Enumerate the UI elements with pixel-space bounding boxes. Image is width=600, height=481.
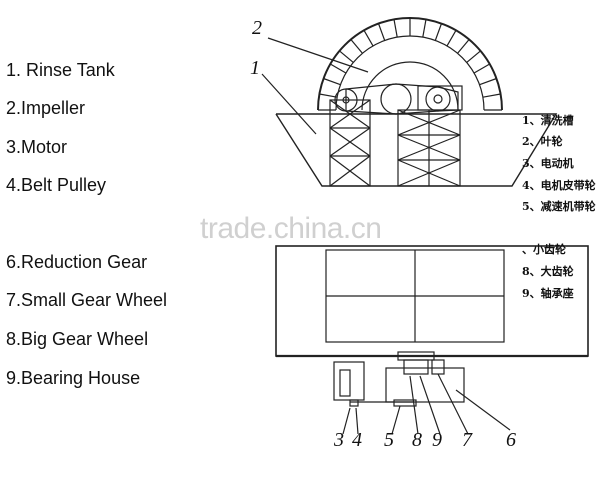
callout-belt-pulley: 4 — [352, 429, 362, 451]
rinse-tank — [275, 113, 558, 187]
callout-rinse-tank: 1 — [250, 57, 260, 79]
legend-rinse-tank: 1. Rinse Tank — [6, 60, 115, 80]
plan-view — [275, 245, 589, 435]
impeller-tooth — [446, 30, 457, 47]
legend-belt-pulley: 4.Belt Pulley — [6, 175, 107, 195]
cn-legend-9: 9、轴承座 — [522, 287, 574, 300]
impeller-tooth — [422, 19, 427, 38]
impeller-tooth — [363, 30, 374, 47]
impeller-tooth — [319, 93, 338, 98]
impeller-tooth — [330, 63, 347, 74]
left-support-frame — [329, 99, 371, 187]
callout-reducer-pulley: 5 — [384, 429, 394, 451]
impeller-tooth — [350, 39, 363, 54]
impeller-tooth — [482, 93, 501, 98]
impeller-tooth — [377, 23, 386, 41]
right-support-frame — [397, 109, 461, 187]
cn-legend-8: 8、大齿轮 — [522, 265, 574, 278]
impeller-tooth — [479, 77, 497, 86]
cn-legend-1: 1、清洗槽 — [522, 114, 574, 127]
impeller-tooth — [323, 77, 341, 86]
cn-legend-3: 3、电动机 — [522, 157, 574, 170]
callout-impeller: 2 — [252, 17, 262, 39]
cn-legend-7: 、小齿轮 — [522, 243, 566, 256]
impeller-tooth — [393, 19, 398, 38]
impeller-tooth — [434, 23, 443, 41]
drive-assembly — [334, 83, 463, 115]
cn-legend-5: 5、减速机带轮 — [522, 200, 596, 213]
legend-bearing-house: 9.Bearing House — [6, 368, 141, 388]
impeller-wheel — [317, 17, 503, 111]
impeller-tooth — [339, 50, 354, 63]
callout-small-gear: 7 — [462, 429, 472, 451]
impeller-tooth — [466, 50, 481, 63]
callout-big-gear: 8 — [412, 429, 422, 451]
legend-impeller: 2.Impeller — [6, 98, 86, 118]
callout-reduction-gear: 6 — [506, 429, 516, 451]
impeller-tooth — [457, 39, 470, 54]
legend-reduction-gear: 6.Reduction Gear — [6, 252, 148, 272]
watermark: trade.china.cn — [200, 212, 382, 245]
callout-bearing-house: 9 — [432, 429, 442, 451]
impeller-tooth — [473, 63, 490, 74]
legend-motor: 3.Motor — [6, 137, 68, 157]
cn-legend-4: 4、电机皮带轮 — [522, 179, 596, 192]
cn-legend-2: 2、叶轮 — [522, 135, 563, 148]
legend-big-gear-wheel: 8.Big Gear Wheel — [6, 329, 149, 349]
callout-motor: 3 — [334, 429, 344, 451]
legend-small-gear-wheel: 7.Small Gear Wheel — [6, 290, 168, 310]
